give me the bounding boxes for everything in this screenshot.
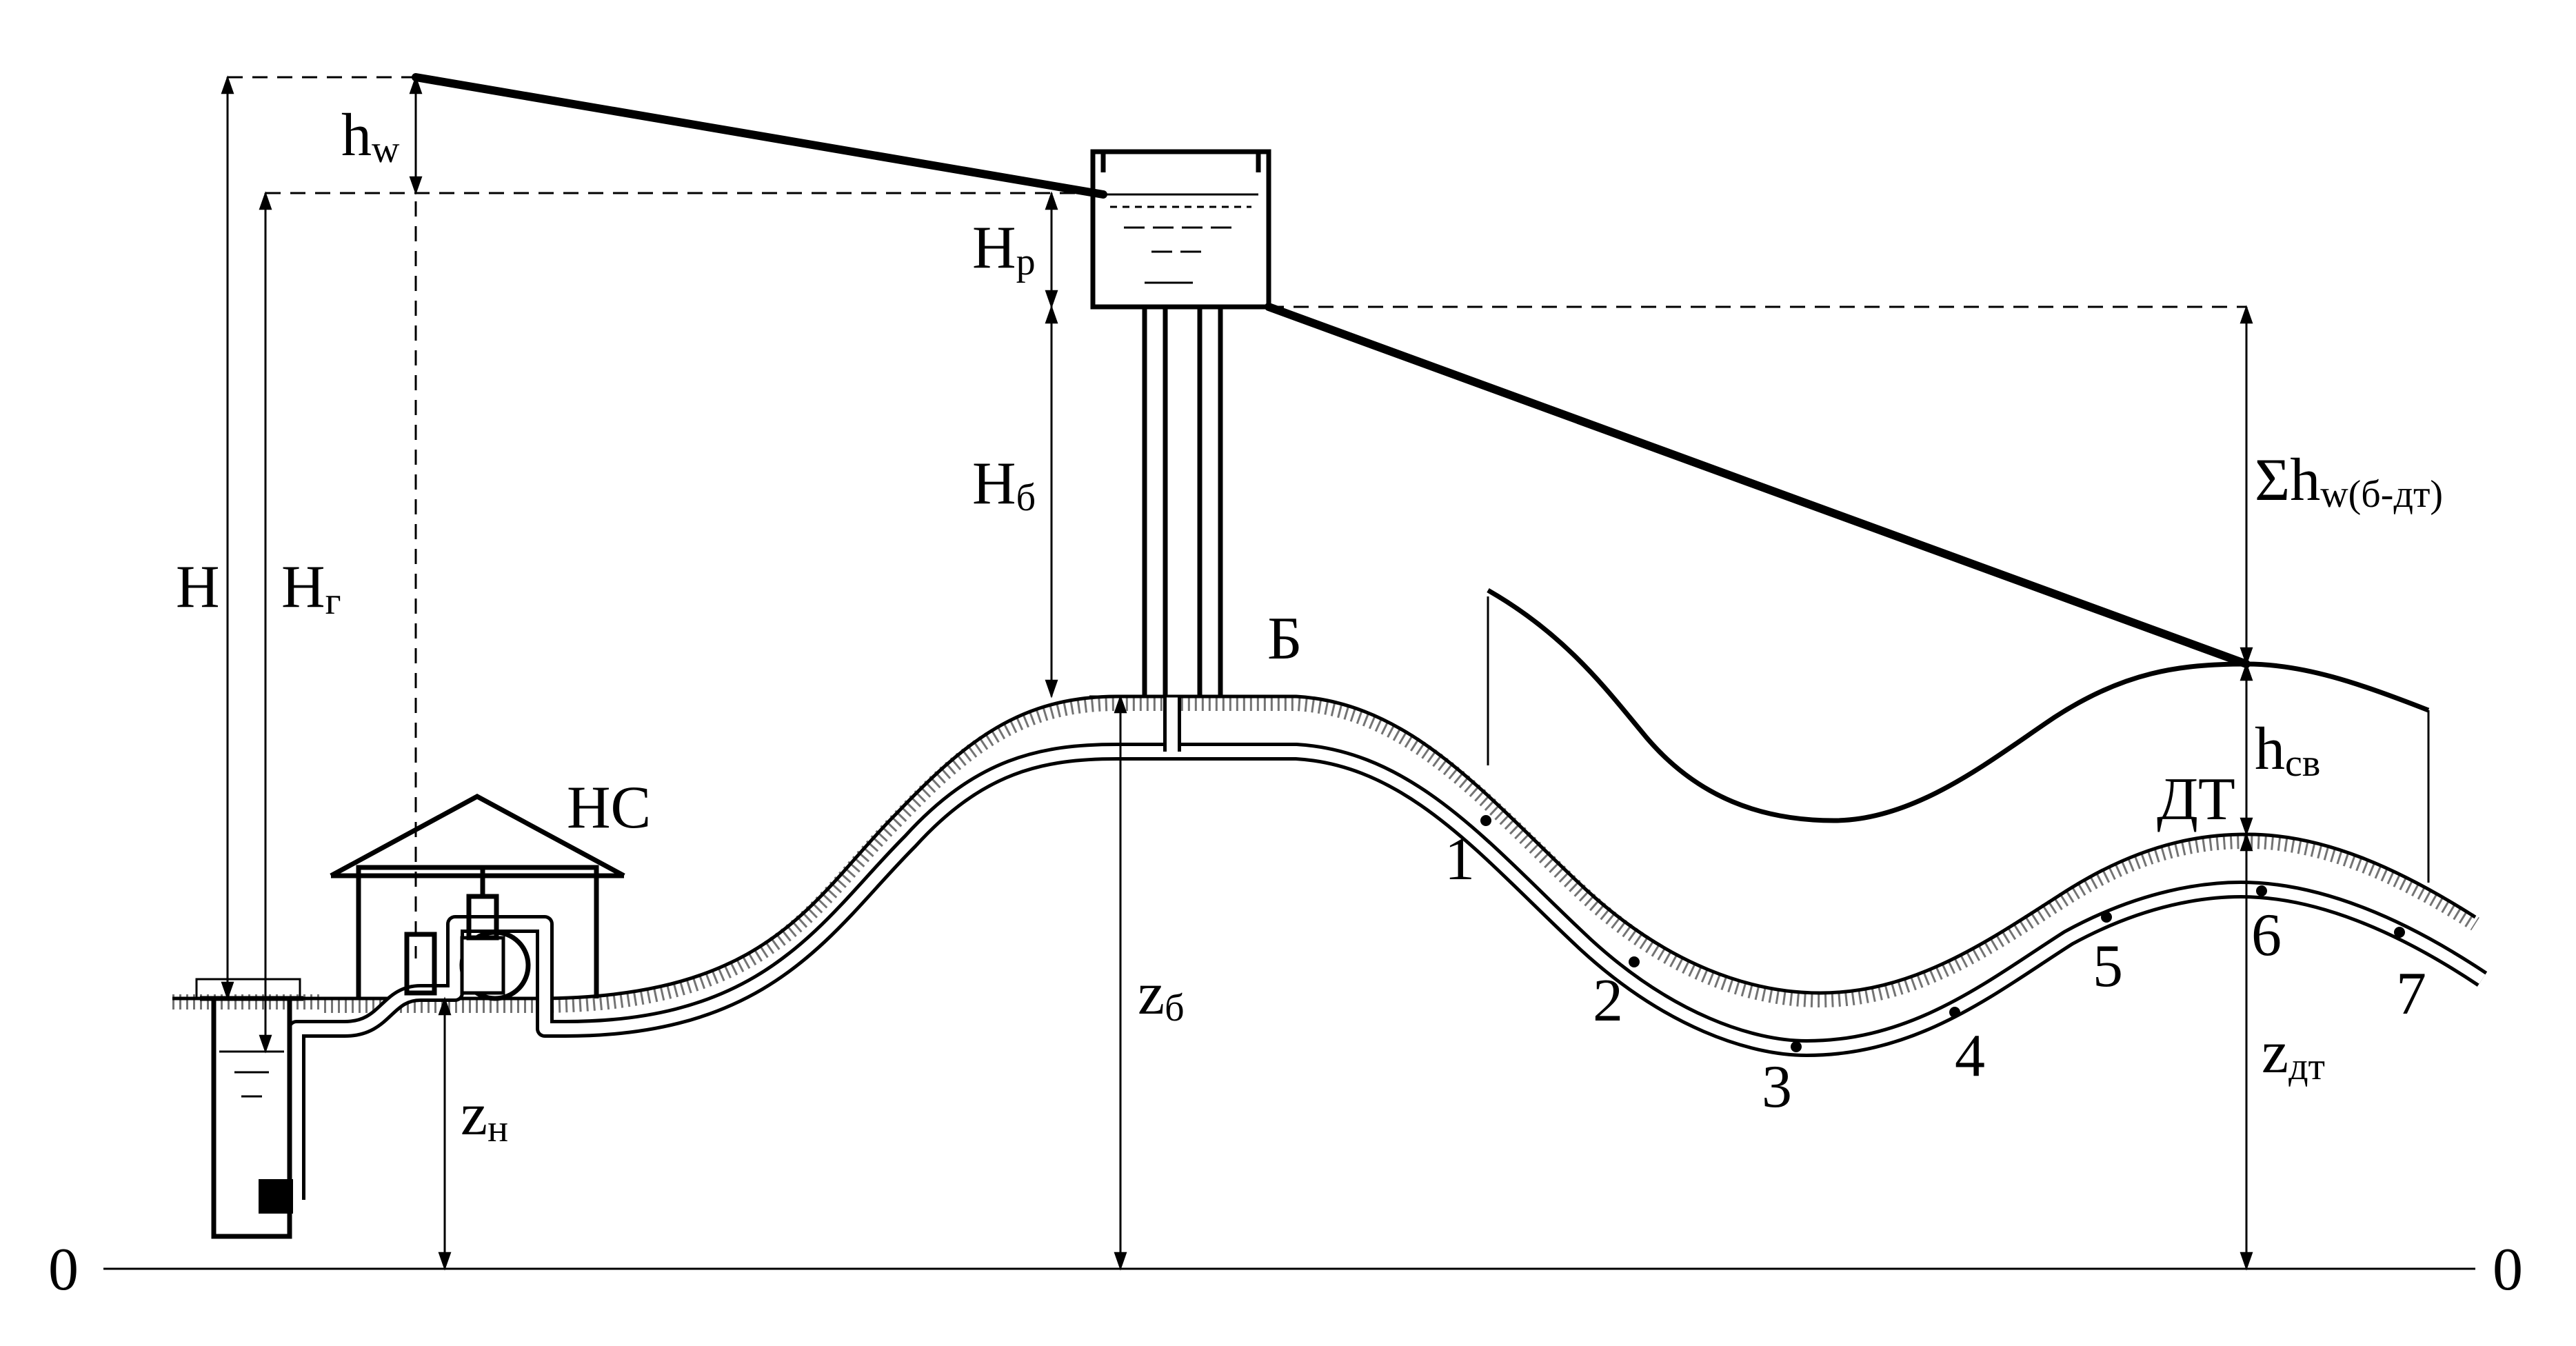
point-label-4: 4 [1955,1023,1985,1089]
main-pipeline [288,696,2488,1200]
tower-label: Б [1267,605,1302,672]
reference-lines [228,76,2246,958]
network-loss-label: Σhw(б-дт) [2255,447,2443,516]
z-pump-label: zн [461,1081,508,1150]
dimension-lines [221,75,2253,1271]
point-label-2: 2 [1593,967,1623,1034]
point-label-6: 6 [2251,902,2282,969]
z-dt-label: zдт [2262,1019,2325,1088]
datum-label-left: 0 [48,1236,79,1303]
piezometric-line [412,73,2430,883]
point-label-7: 7 [2396,961,2426,1027]
point-label-5: 5 [2093,933,2123,1000]
pump-station [330,794,625,1001]
water-tower [1090,149,1271,696]
intake-well [195,978,303,1239]
pump-loss-label: hw [341,102,400,171]
pump-station-label: НС [567,774,651,841]
z-tower-label: zб [1138,961,1185,1029]
geodetic-head-label: Hг [281,554,341,623]
total-head-label: H [176,554,220,621]
point-label-3: 3 [1762,1054,1792,1121]
tower-height-label: Hб [972,450,1036,519]
dictating-point-label: ДТ [2157,766,2235,833]
ground-surface [172,694,2479,1013]
tank-depth-label: Hр [972,214,1036,283]
free-head-label: hсв [2255,716,2320,785]
datum-label-right: 0 [2493,1236,2523,1303]
free-head-curve [1487,587,2247,823]
point-label-1: 1 [1445,826,1475,893]
